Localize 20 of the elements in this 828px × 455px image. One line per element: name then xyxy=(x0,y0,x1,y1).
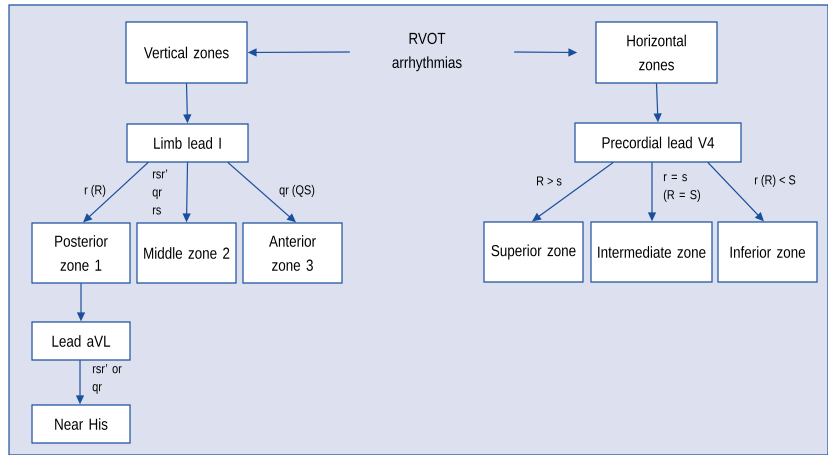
zone-box: Precordial lead V4 xyxy=(574,122,742,163)
zone-box: Near His xyxy=(31,404,131,444)
text-label: RVOT arrhythmias xyxy=(392,32,462,72)
edge-label: R > s xyxy=(535,175,563,187)
edge-label: r (R) < S xyxy=(753,174,797,188)
edge-label: rsr’ or qr xyxy=(91,363,124,395)
zone-box: Inferior zone xyxy=(717,221,818,283)
zone-box: Superior zone xyxy=(483,221,584,283)
zone-box: Middle zone 2 xyxy=(136,222,237,284)
edge-label: rsr’ qr rs xyxy=(151,168,174,216)
zone-box: Anterior zone 3 xyxy=(242,222,343,284)
edge-label: r (R) xyxy=(83,184,107,198)
zone-box: Limb lead I xyxy=(126,123,249,163)
zone-box: Lead aVL xyxy=(31,321,131,361)
zone-box: Posterior zone 1 xyxy=(31,222,131,284)
zone-box: Vertical zones xyxy=(125,21,248,84)
zone-box: Intermediate zone xyxy=(590,221,713,283)
edge-label: r = s (R = S) xyxy=(662,173,702,203)
zone-box: Horizontal zones xyxy=(595,21,718,84)
edge-label: qr (QS) xyxy=(278,184,316,198)
